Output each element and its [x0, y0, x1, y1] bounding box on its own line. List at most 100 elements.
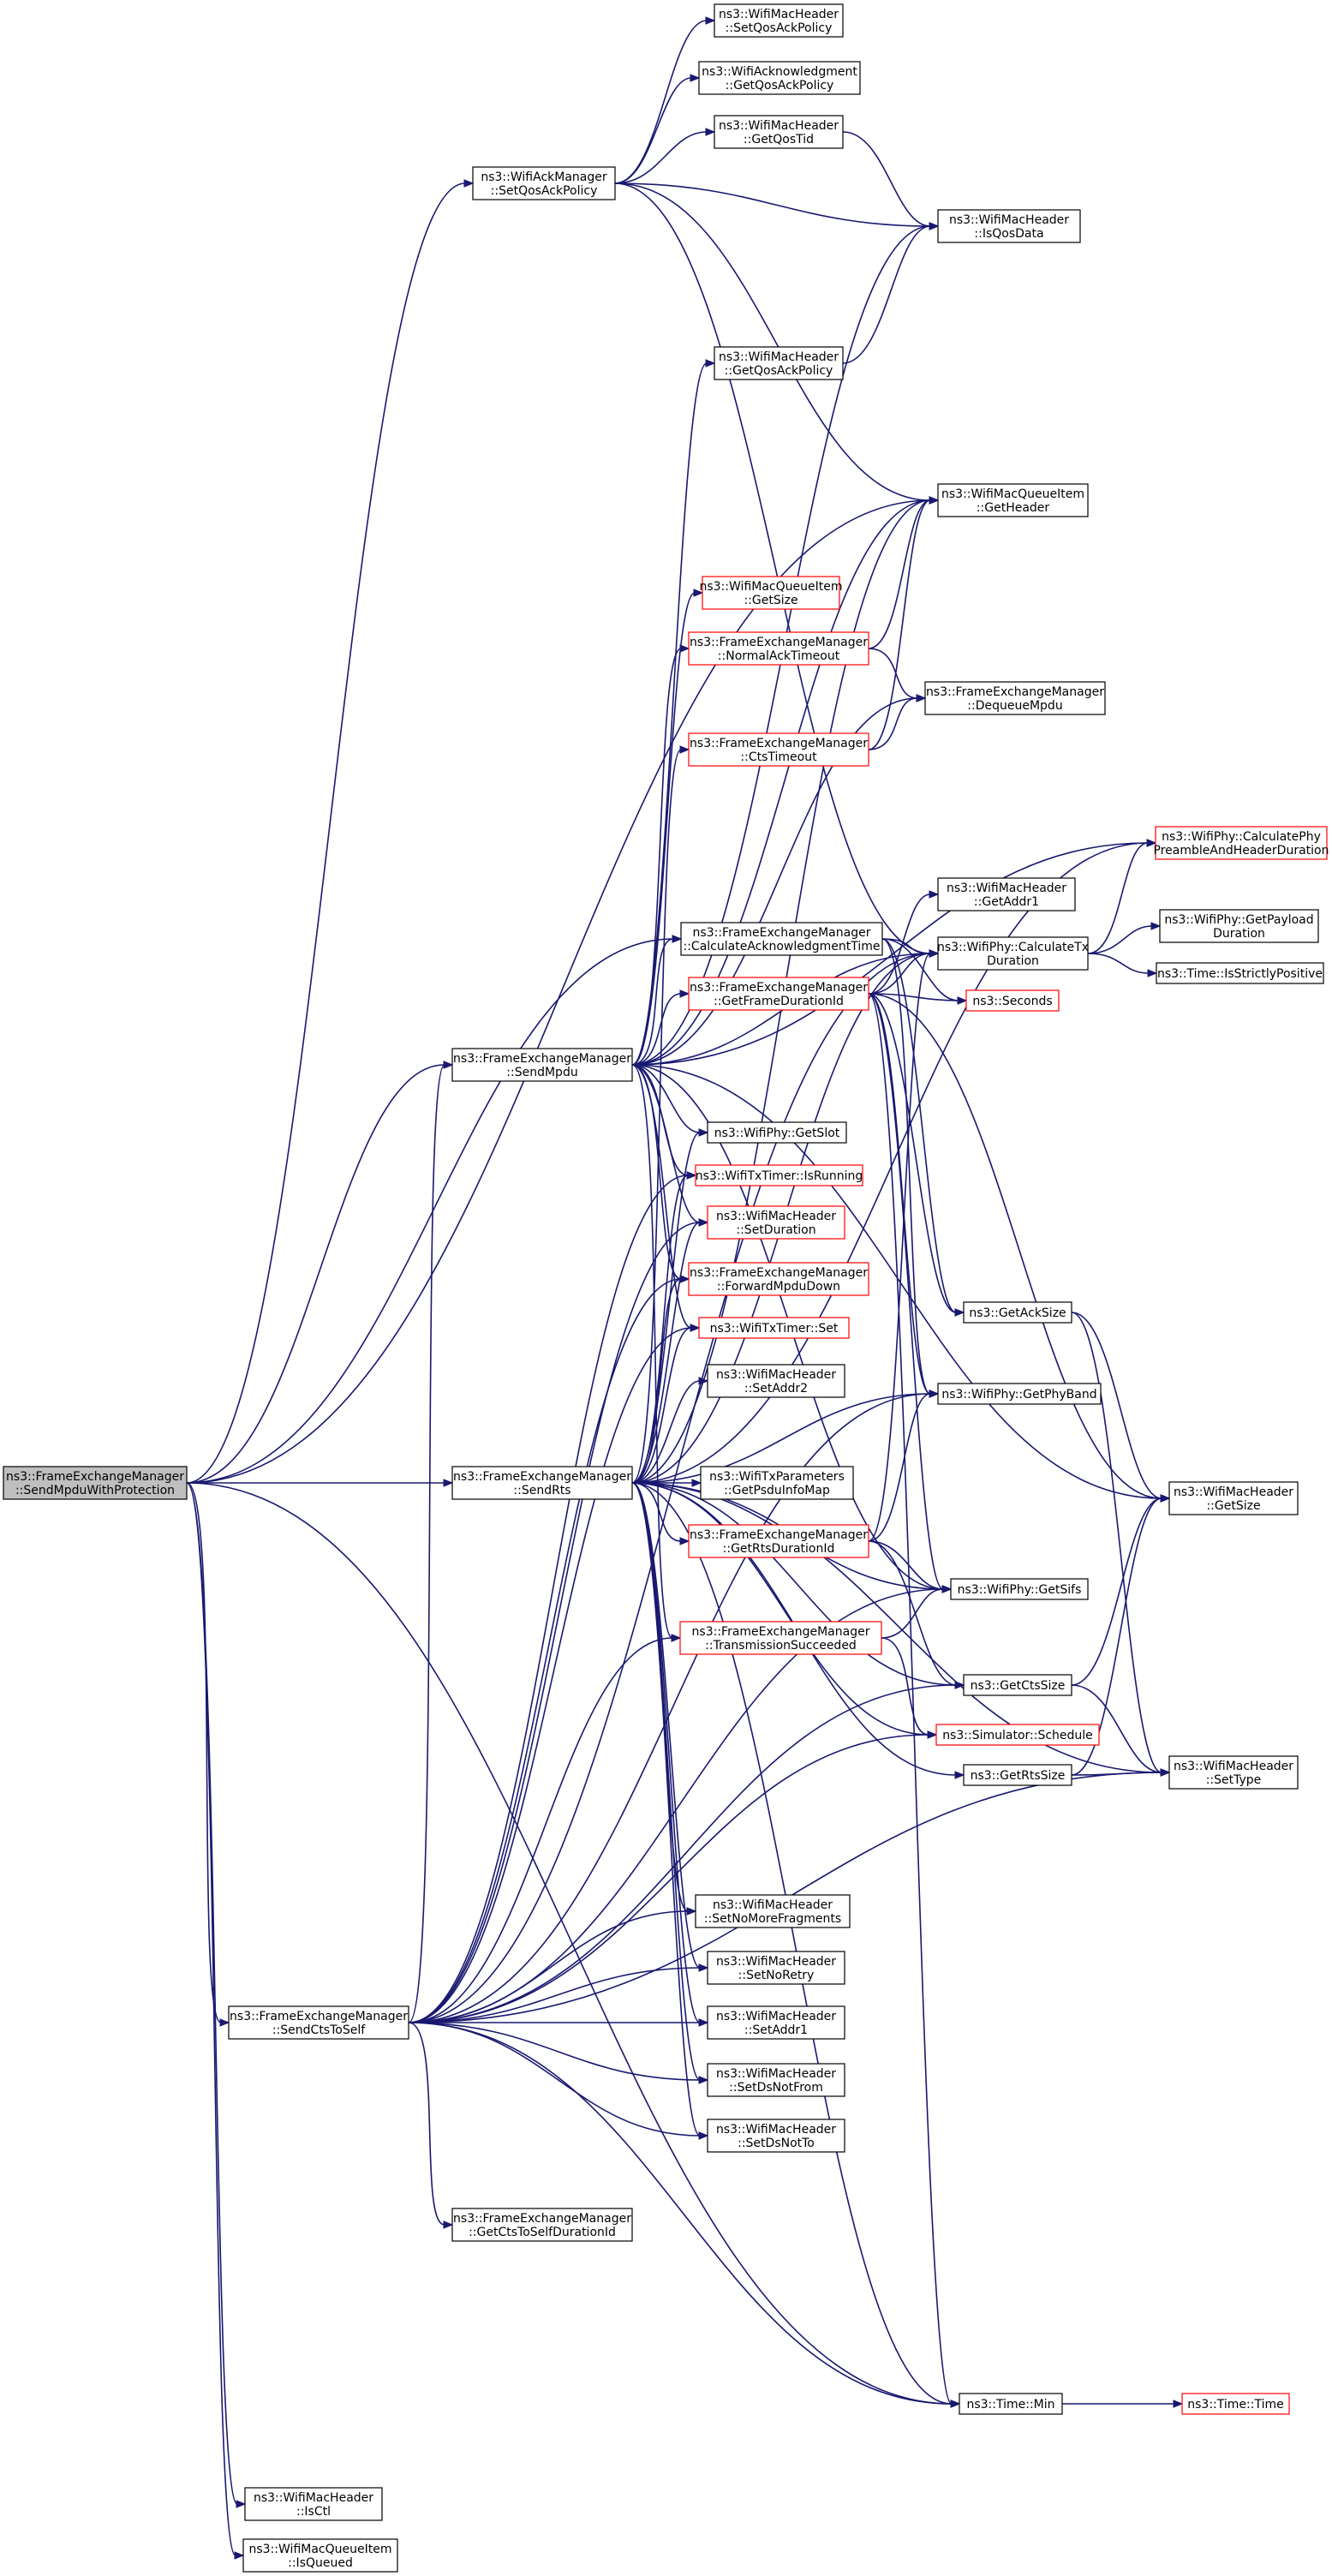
node-hdr_set_ds_not_from[interactable]: ns3::WifiMacHeader::SetDsNotFrom — [707, 2063, 845, 2097]
node-label-line2: ::GetQosAckPolicy — [726, 79, 834, 93]
node-get_frame_dur[interactable]: ns3::FrameExchangeManager::GetFrameDurat… — [688, 977, 869, 1011]
edge-send_mpdu-to-timer_set — [631, 1064, 692, 1329]
node-wifiack_get_qos[interactable]: ns3::WifiAcknowledgment::GetQosAckPolicy — [698, 61, 861, 95]
node-label-line1: ns3::WifiMacHeader — [716, 2123, 836, 2137]
edge-arrow-send_cts_to_self-to-hdr_set_type — [1160, 1768, 1171, 1777]
node-hdr_is_ctl[interactable]: ns3::WifiMacHeader::IsCtl — [244, 2487, 383, 2521]
node-box — [228, 2005, 409, 2040]
node-ack_set_qos[interactable]: ns3::WifiAckManager::SetQosAckPolicy — [472, 166, 616, 200]
node-phy_get_slot[interactable]: ns3::WifiPhy::GetSlot — [707, 1121, 847, 1144]
edge-arrow-send_rts-to-queue_get_header — [929, 496, 940, 505]
node-hdr_set_duration[interactable]: ns3::WifiMacHeader::SetDuration — [707, 1205, 845, 1240]
edge-send_cts_to_self-to-hdr_set_ds_not_from — [408, 2022, 701, 2081]
node-hdr_set_no_retry[interactable]: ns3::WifiMacHeader::SetNoRetry — [707, 1951, 845, 1985]
node-label-line1: ns3::WifiPhy::CalculatePhy — [1162, 830, 1321, 844]
node-dequeue_mpdu[interactable]: ns3::FrameExchangeManager::DequeueMpdu — [924, 681, 1106, 715]
node-phy_get_band[interactable]: ns3::WifiPhy::GetPhyBand — [937, 1383, 1102, 1405]
node-phy_preamble[interactable]: ns3::WifiPhy::CalculatePhyPreambleAndHea… — [1154, 826, 1329, 860]
node-queue_is_queued[interactable]: ns3::WifiMacQueueItem::IsQueued — [242, 2538, 398, 2573]
edge-get_cts_size-to-hdr_get_size — [1071, 1497, 1162, 1686]
node-label-line1: ns3::WifiMacHeader — [947, 882, 1066, 895]
edge-send_rts-to-get_cts_size — [631, 1482, 957, 1686]
edge-arrow-send_mpdu-to-hdr_get_qos_ack — [705, 359, 716, 368]
node-tx_params_psdu[interactable]: ns3::WifiTxParameters::GetPsduInfoMap — [700, 1466, 854, 1500]
node-label-line1: ns3::GetCtsSize — [971, 1679, 1066, 1693]
node-forward_mpdu[interactable]: ns3::FrameExchangeManager::ForwardMpduDo… — [688, 1262, 869, 1296]
edge-get_frame_dur-to-hdr_get_size — [868, 993, 1162, 1499]
node-label-line1: ns3::WifiMacHeader — [719, 119, 839, 133]
node-hdr_get_qos_tid[interactable]: ns3::WifiMacHeader::GetQosTid — [714, 115, 844, 149]
edge-arrow-send_cts_to_self-to-hdr_set_no_retry — [698, 1963, 709, 1972]
node-box — [688, 1524, 869, 1558]
node-box — [965, 989, 1060, 1012]
node-get_rts_dur[interactable]: ns3::FrameExchangeManager::GetRtsDuratio… — [688, 1524, 869, 1558]
node-seconds[interactable]: ns3::Seconds — [965, 989, 1060, 1012]
node-box — [695, 1164, 863, 1186]
edge-send_cts_to_self-to-hdr_set_no_retry — [408, 1967, 701, 2023]
node-send_cts_to_self[interactable]: ns3::FrameExchangeManager::SendCtsToSelf — [228, 2005, 409, 2040]
edge-normal_ack_timeout-to-queue_get_header — [868, 499, 931, 649]
node-sim_schedule[interactable]: ns3::Simulator::Schedule — [935, 1724, 1100, 1746]
edge-send_cts_to_self-to-tx_succeeded — [408, 1637, 673, 2023]
node-box — [963, 1764, 1072, 1786]
node-hdr_get_size[interactable]: ns3::WifiMacHeader::GetSize — [1168, 1481, 1299, 1515]
node-label-line2: ::SendRts — [513, 1484, 570, 1497]
node-label-line2: ::GetQosAckPolicy — [725, 364, 833, 378]
node-hdr_set_ds_not_to[interactable]: ns3::WifiMacHeader::SetDsNotTo — [707, 2119, 845, 2153]
node-calc_ack_time[interactable]: ns3::FrameExchangeManager::CalculateAckn… — [680, 922, 883, 956]
node-hdr_set_addr1[interactable]: ns3::WifiMacHeader::SetAddr1 — [707, 2005, 845, 2040]
node-box — [959, 2393, 1063, 2415]
node-label-line2: ::SetNoRetry — [738, 1969, 815, 1982]
node-box — [714, 3, 844, 38]
edge-arrow-send_rts-to-get_rts_size — [954, 1771, 965, 1779]
node-time_time[interactable]: ns3::Time::Time — [1181, 2393, 1290, 2415]
node-send_rts[interactable]: ns3::FrameExchangeManager::SendRts — [451, 1466, 633, 1500]
node-normal_ack_timeout[interactable]: ns3::FrameExchangeManager::NormalAckTime… — [688, 631, 869, 666]
node-hdr_get_addr1[interactable]: ns3::WifiMacHeader::GetAddr1 — [937, 877, 1076, 911]
node-label-line2: ::GetQosTid — [744, 133, 814, 146]
node-label-line2: ::SetQosAckPolicy — [726, 21, 833, 35]
node-send_mpdu[interactable]: ns3::FrameExchangeManager::SendMpdu — [451, 1048, 633, 1082]
node-hdr_get_qos_ack[interactable]: ns3::WifiMacHeader::GetQosAckPolicy — [714, 346, 844, 380]
node-tx_succeeded[interactable]: ns3::FrameExchangeManager::TransmissionS… — [679, 1621, 882, 1655]
node-label-line1: ns3::GetRtsSize — [971, 1769, 1066, 1783]
node-label-line2: ::SetDsNotFrom — [729, 2081, 823, 2095]
node-timer_is_running[interactable]: ns3::WifiTxTimer::IsRunning — [695, 1164, 863, 1186]
node-box — [698, 1317, 850, 1339]
edge-arrow-get_frame_dur-to-seconds — [957, 996, 968, 1005]
node-phy_get_sifs[interactable]: ns3::WifiPhy::GetSifs — [950, 1578, 1089, 1600]
node-hdr_is_qos_data[interactable]: ns3::WifiMacHeader::IsQosData — [937, 209, 1081, 243]
node-hdr_set_no_more_frag[interactable]: ns3::WifiMacHeader::SetNoMoreFragments — [695, 1894, 851, 1928]
node-get_ack_size[interactable]: ns3::GetAckSize — [963, 1301, 1072, 1324]
edge-send_cts_to_self-to-get_cts_self_dur — [408, 2022, 445, 2226]
node-box — [688, 977, 869, 1011]
node-timer_set[interactable]: ns3::WifiTxTimer::Set — [698, 1317, 850, 1339]
node-layer: ns3::FrameExchangeManager::SendMpduWithP… — [3, 3, 1329, 2573]
node-send_mpdu_with_protection[interactable]: ns3::FrameExchangeManager::SendMpduWithP… — [3, 1466, 188, 1500]
node-queue_get_header[interactable]: ns3::WifiMacQueueItem::GetHeader — [937, 483, 1089, 517]
node-queue_get_size[interactable]: ns3::WifiMacQueueItem::GetSize — [700, 576, 843, 610]
node-get_rts_size[interactable]: ns3::GetRtsSize — [963, 1764, 1072, 1786]
node-hdr_set_type[interactable]: ns3::WifiMacHeader::SetType — [1168, 1755, 1299, 1790]
node-hdr_set_qos_ack[interactable]: ns3::WifiMacHeader::SetQosAckPolicy — [714, 3, 844, 38]
node-cts_timeout[interactable]: ns3::FrameExchangeManager::CtsTimeout — [688, 732, 869, 767]
node-label-line1: ns3::FrameExchangeManager — [690, 1266, 868, 1280]
node-get_cts_self_dur[interactable]: ns3::FrameExchangeManager::GetCtsToSelfD… — [451, 2208, 633, 2242]
edge-send_cts_to_self-to-get_cts_size — [408, 1684, 957, 2023]
node-get_cts_size[interactable]: ns3::GetCtsSize — [963, 1674, 1072, 1696]
node-hdr_set_addr2[interactable]: ns3::WifiMacHeader::SetAddr2 — [707, 1364, 845, 1398]
edge-get_frame_dur-to-time_min — [868, 993, 953, 2405]
edge-send_rts-to-timer_set — [631, 1327, 692, 1484]
edge-ack_set_qos-to-phy_calc_tx — [614, 182, 931, 954]
node-box — [700, 1466, 854, 1500]
node-box — [242, 2538, 398, 2573]
node-label-line1: ns3::WifiMacQueueItem — [249, 2543, 392, 2556]
node-time_min[interactable]: ns3::Time::Min — [959, 2393, 1063, 2415]
node-label-line1: ns3::WifiMacQueueItem — [941, 487, 1084, 501]
node-label-line2: ::TransmissionSucceeded — [705, 1639, 857, 1653]
edge-send_cts_to_self-to-hdr_set_no_more_frag — [408, 1910, 689, 2023]
edge-ack_set_qos-to-queue_get_header — [614, 182, 931, 501]
node-time_positive[interactable]: ns3::Time::IsStrictlyPositive — [1156, 962, 1324, 984]
